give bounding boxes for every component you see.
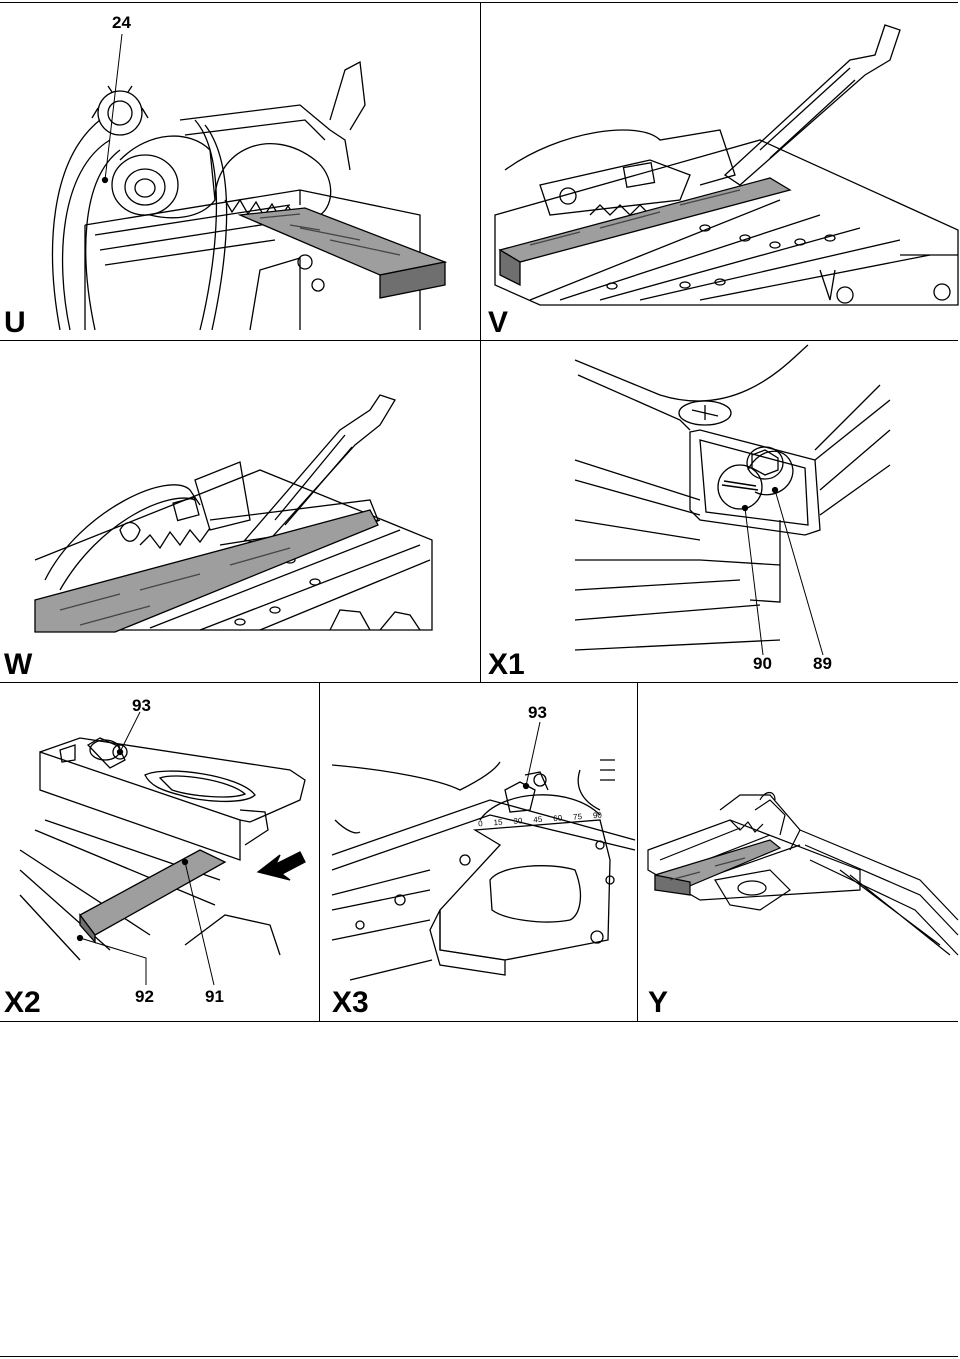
callout-93-x3: 93 <box>528 703 547 722</box>
panel-letter-y: Y <box>648 986 669 1019</box>
panel-letter-u: U <box>4 306 26 339</box>
callout-92: 92 <box>135 987 154 1006</box>
panel-letter-x3: X3 <box>332 986 369 1019</box>
bottom-rule <box>0 1356 958 1357</box>
panel-x1-illustration <box>0 0 960 682</box>
col-divider-x2x3 <box>319 682 320 1021</box>
panel-x3-illustration <box>0 0 640 1021</box>
col-divider-x3y <box>637 682 638 1021</box>
row1-divider <box>0 340 958 341</box>
row2-divider <box>0 682 958 683</box>
callout-89: 89 <box>813 654 832 673</box>
callout-90: 90 <box>753 654 772 673</box>
panel-x2-illustration <box>0 0 320 1021</box>
panel-letter-w: W <box>4 648 33 681</box>
panel-v-illustration <box>0 0 960 340</box>
top-border <box>0 2 958 3</box>
callout-91: 91 <box>205 987 224 1006</box>
panel-u-illustration <box>0 0 480 340</box>
panel-letter-x2: X2 <box>4 986 41 1019</box>
callout-24: 24 <box>112 13 131 32</box>
callout-93: 93 <box>132 696 151 715</box>
panel-letter-x1: X1 <box>488 648 525 681</box>
col-divider-top <box>480 2 481 682</box>
row3-divider <box>0 1021 958 1022</box>
panel-w-illustration <box>0 0 480 682</box>
panel-letter-v: V <box>488 306 509 339</box>
panel-y-illustration <box>0 0 960 1021</box>
